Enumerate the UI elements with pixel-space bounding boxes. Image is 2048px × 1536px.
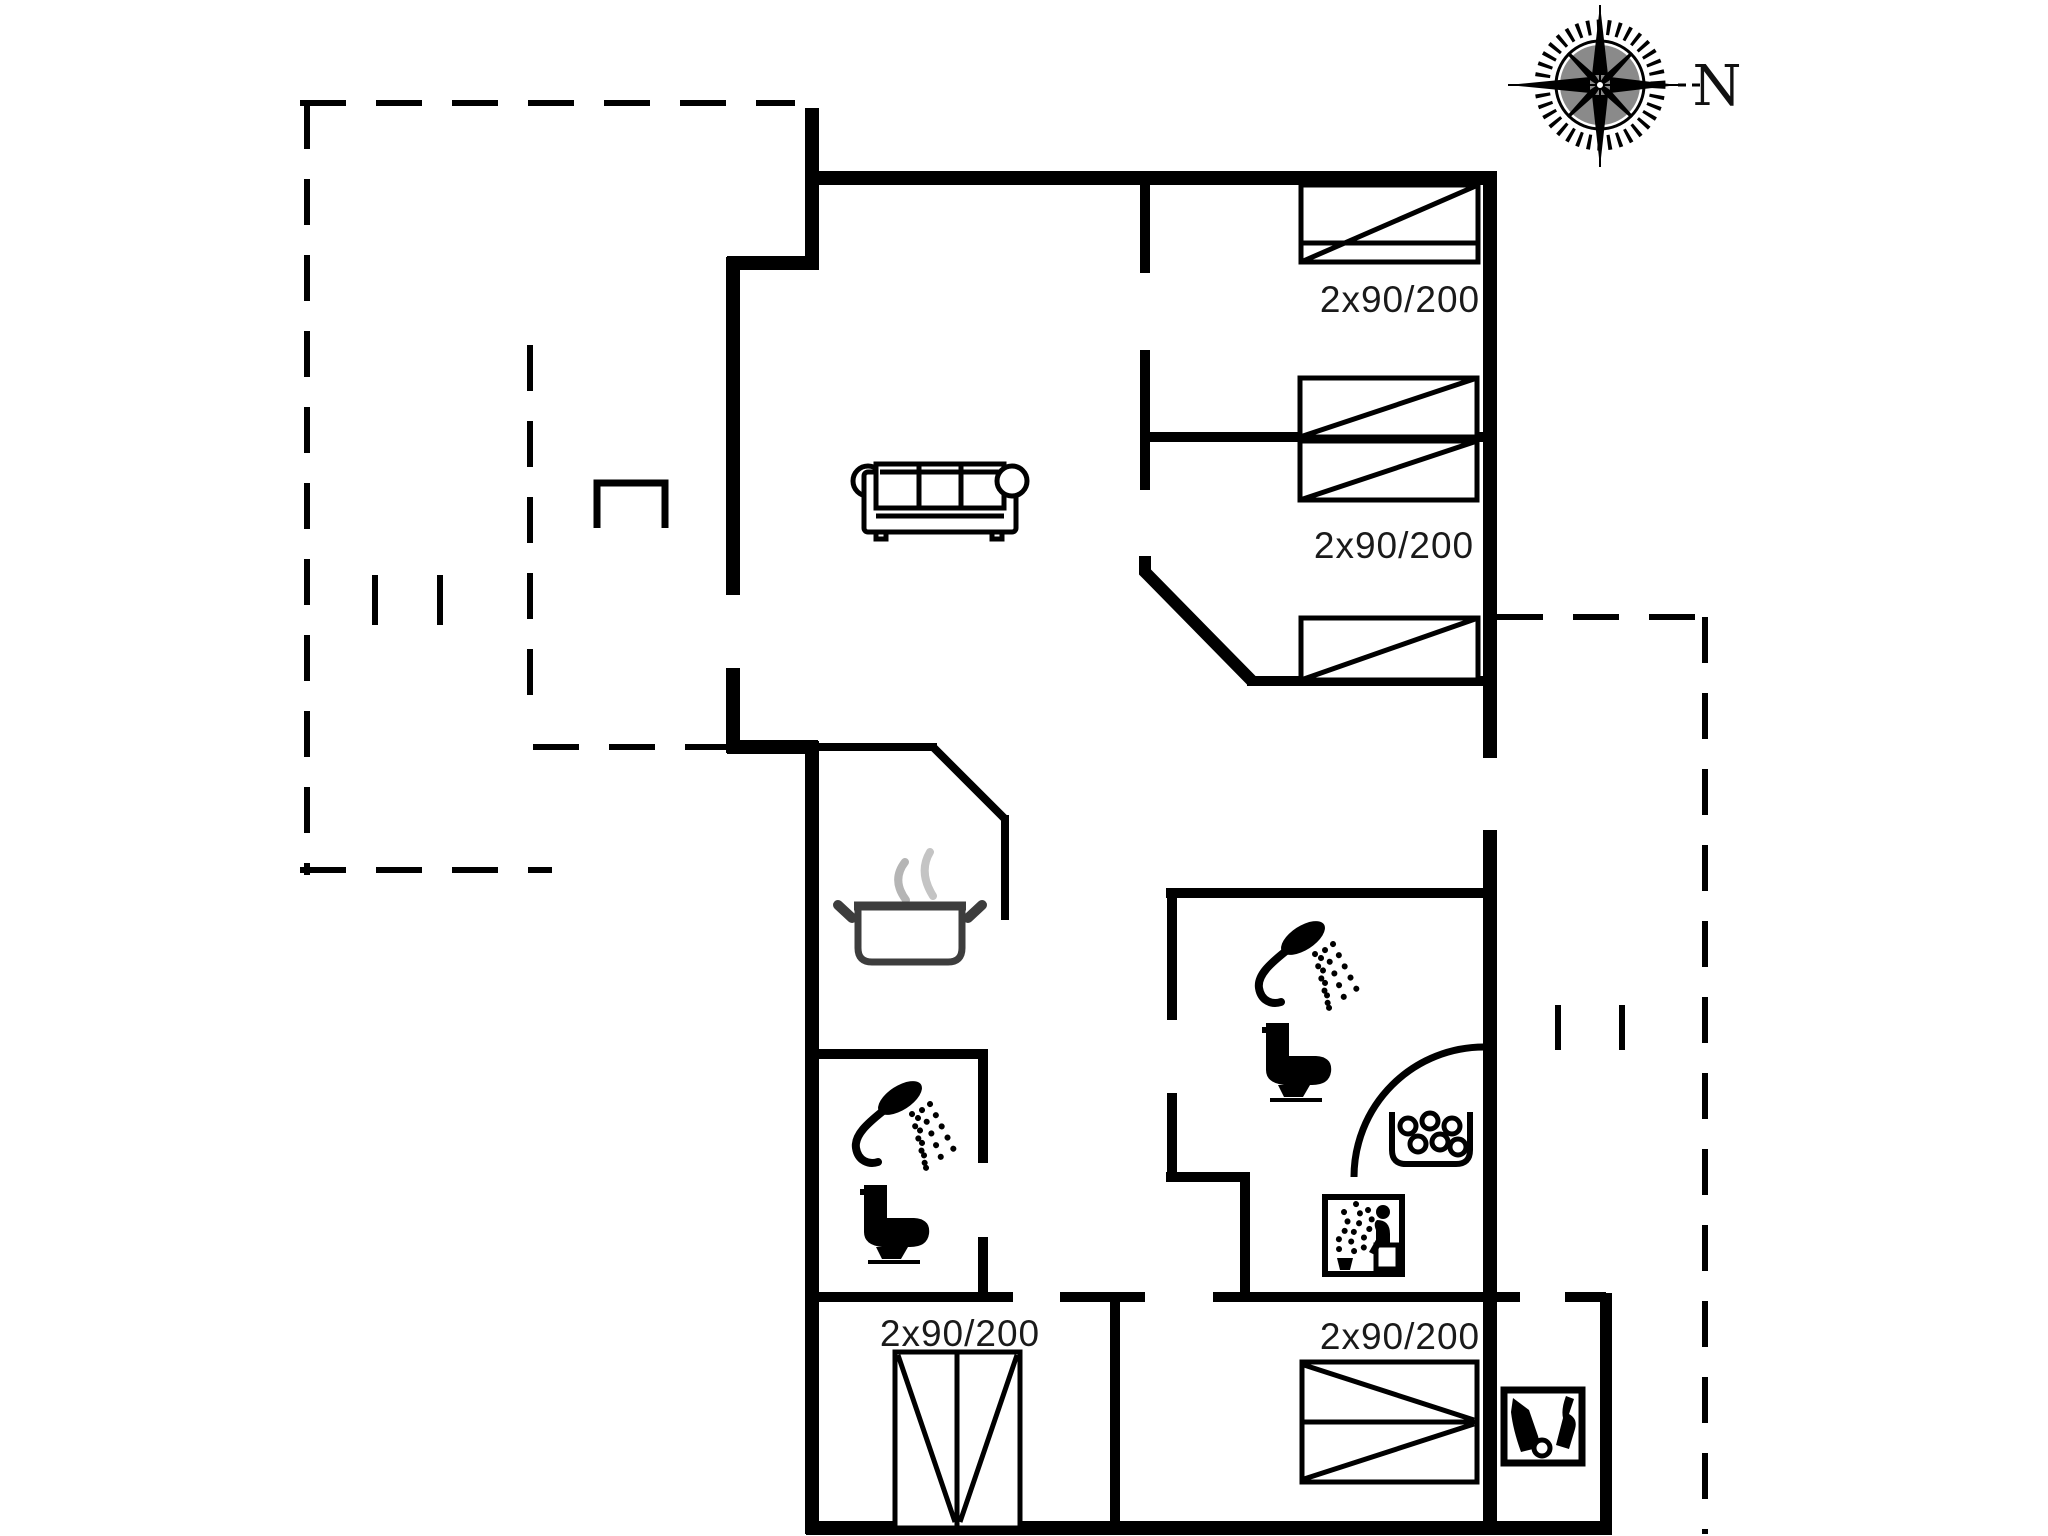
bed-mid-right-lower bbox=[1297, 438, 1480, 503]
shower-icon-left bbox=[856, 1074, 954, 1180]
whirlpool-icon bbox=[1389, 1110, 1473, 1167]
compass-north-label: N bbox=[1693, 54, 1742, 119]
bed-bottom-right bbox=[1299, 1359, 1480, 1485]
bed-mid-right-bottom bbox=[1298, 615, 1481, 683]
sofa-icon bbox=[850, 461, 1030, 542]
toilet-icon-right bbox=[1260, 1021, 1334, 1102]
terrace-gate-marks bbox=[372, 575, 1625, 1050]
boots-bottle-icon bbox=[1500, 1386, 1586, 1467]
bed-top-right bbox=[1298, 182, 1481, 265]
bed-label-bottom-right: 2x90/200 bbox=[1320, 1316, 1480, 1357]
cooking-pot-icon bbox=[833, 848, 987, 966]
bed-bottom-left bbox=[892, 1349, 1023, 1531]
bed-label-mid-right: 2x90/200 bbox=[1314, 525, 1474, 566]
door-swing-arc bbox=[1350, 1043, 1485, 1178]
terrace-dashed-outline bbox=[300, 100, 1708, 1534]
bed-label-top-right: 2x90/200 bbox=[1320, 279, 1480, 320]
compass-rose-icon bbox=[1508, 5, 1700, 167]
fireplace-icon bbox=[593, 479, 669, 528]
shower-icon-right bbox=[1259, 914, 1357, 1020]
toilet-icon-left bbox=[858, 1183, 932, 1264]
bed-label-bottom-left: 2x90/200 bbox=[880, 1313, 1040, 1354]
sauna-icon bbox=[1322, 1194, 1405, 1277]
bed-mid-right-upper bbox=[1297, 375, 1480, 440]
